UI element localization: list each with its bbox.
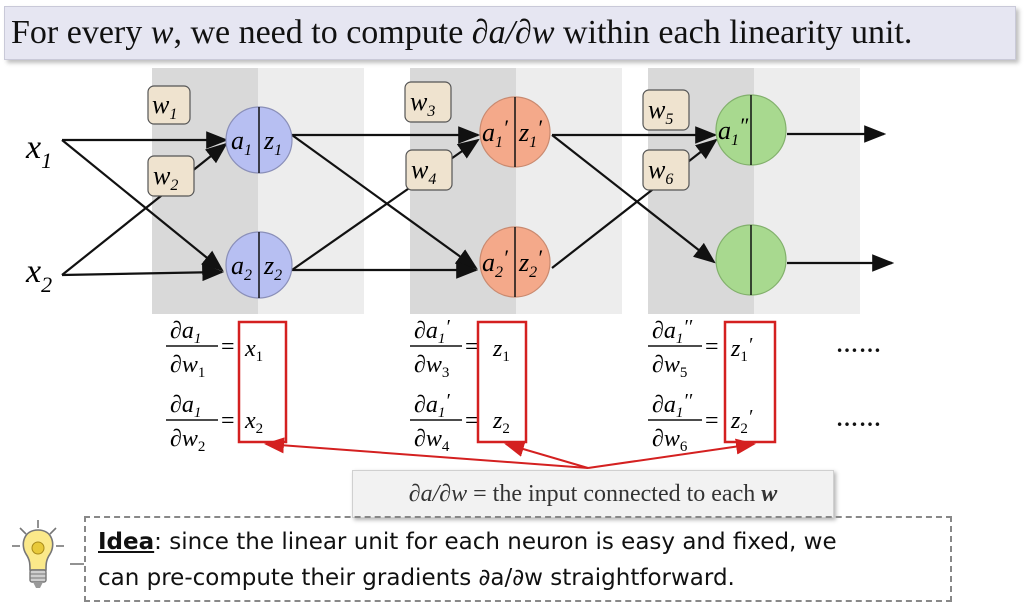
input-x2: x2 [25,253,52,297]
svg-text:z2′: z2′ [730,406,753,437]
svg-text:a1′: a1′ [482,115,509,151]
derivative-w1: ∂a1 ∂w1 = x1 [166,318,263,381]
derivative-w3: ∂a1′ ∂w3 = z1 [410,316,510,381]
svg-text:w2: w2 [153,161,178,194]
idea-line-2: can pre-compute their gradients ∂a/∂w st… [98,565,735,591]
svg-text:=: = [705,408,719,434]
svg-text:=: = [221,334,235,360]
svg-text:w1: w1 [152,90,177,123]
weight-w4: w4 [405,149,453,191]
neuron-layer2-bottom: a2′ z2′ [479,226,551,298]
slide-title: For every w, we need to compute ∂a/∂w wi… [11,14,913,51]
svg-text:a2′: a2′ [482,245,509,281]
svg-text:z1′: z1′ [518,115,543,151]
svg-text:z1: z1 [263,126,282,159]
svg-text:∂w6: ∂w6 [652,426,688,455]
svg-text:a1: a1 [231,126,252,159]
svg-text:w4: w4 [411,155,436,188]
svg-text:∂w1: ∂w1 [170,352,205,381]
derivative-w4: ∂a1′ ∂w4 = z2 [410,390,510,455]
derivative-w2: ∂a1 ∂w2 = x2 [166,392,263,455]
svg-text:x2: x2 [25,253,52,297]
svg-text:∂a1: ∂a1 [170,318,201,347]
pointer-arrows [264,437,756,469]
neuron-layer3-bottom [715,224,787,296]
neuron-layer1-bottom: a2 z2 [225,231,293,299]
svg-text:=: = [465,408,479,434]
svg-text:∂a1′: ∂a1′ [414,316,450,347]
svg-text:∂w2: ∂w2 [170,426,205,455]
svg-text:∂w5: ∂w5 [652,352,687,381]
svg-text:∂a1′: ∂a1′ [414,390,450,421]
svg-text:=: = [221,408,235,434]
neuron-layer2-top: a1′ z1′ [479,96,551,168]
svg-text:a2: a2 [231,251,252,284]
weight-w1: w1 [147,85,191,125]
ellipsis-bottom: …… [836,406,882,431]
input-highlight-boxes [237,320,777,444]
svg-text:z2′: z2′ [518,245,543,281]
lightbulb-icon [12,520,84,588]
svg-text:∂w3: ∂w3 [414,352,449,381]
svg-text:x1: x1 [25,129,52,173]
svg-text:w3: w3 [410,87,435,120]
svg-text:x1: x1 [244,336,263,365]
svg-text:=: = [465,334,479,360]
svg-text:w5: w5 [648,95,673,128]
svg-text:z1: z1 [492,336,510,365]
svg-text:a1″: a1″ [718,113,749,149]
svg-text:w6: w6 [648,155,673,188]
derivative-w5: ∂a1′′ ∂w5 = z1′ [648,316,753,381]
weight-w5: w5 [642,89,690,131]
neuron-layer1-top: a1 z1 [225,106,293,174]
title-bar: For every w, we need to compute ∂a/∂w wi… [4,6,1016,60]
weight-w6: w6 [642,149,690,191]
network-diagram: x1 x2 w1 w2 w3 w4 w5 w6 a1 z1 a2 z2 [25,68,895,469]
svg-text:∂a1: ∂a1 [170,392,201,421]
svg-text:z1′: z1′ [730,334,753,365]
svg-text:∂w4: ∂w4 [414,426,450,455]
svg-text:∂a1′′: ∂a1′′ [652,390,693,421]
formula-box: ∂a/∂w = the input connected to each w [352,470,834,518]
svg-text:∂a1′′: ∂a1′′ [652,316,693,347]
neuron-layer3-top: a1″ [715,94,787,166]
svg-text:z2: z2 [492,408,510,437]
derivative-w6: ∂a1′′ ∂w6 = z2′ [648,390,753,455]
input-x1: x1 [25,129,52,173]
svg-text:=: = [705,334,719,360]
idea-box: Idea: since the linear unit for each neu… [84,516,952,602]
weight-w2: w2 [147,155,195,197]
svg-text:x2: x2 [244,408,263,437]
weight-w3: w3 [404,81,452,123]
svg-text:z2: z2 [263,251,282,284]
idea-line-1: Idea: since the linear unit for each neu… [98,529,837,555]
ellipsis-top: …… [836,332,882,357]
